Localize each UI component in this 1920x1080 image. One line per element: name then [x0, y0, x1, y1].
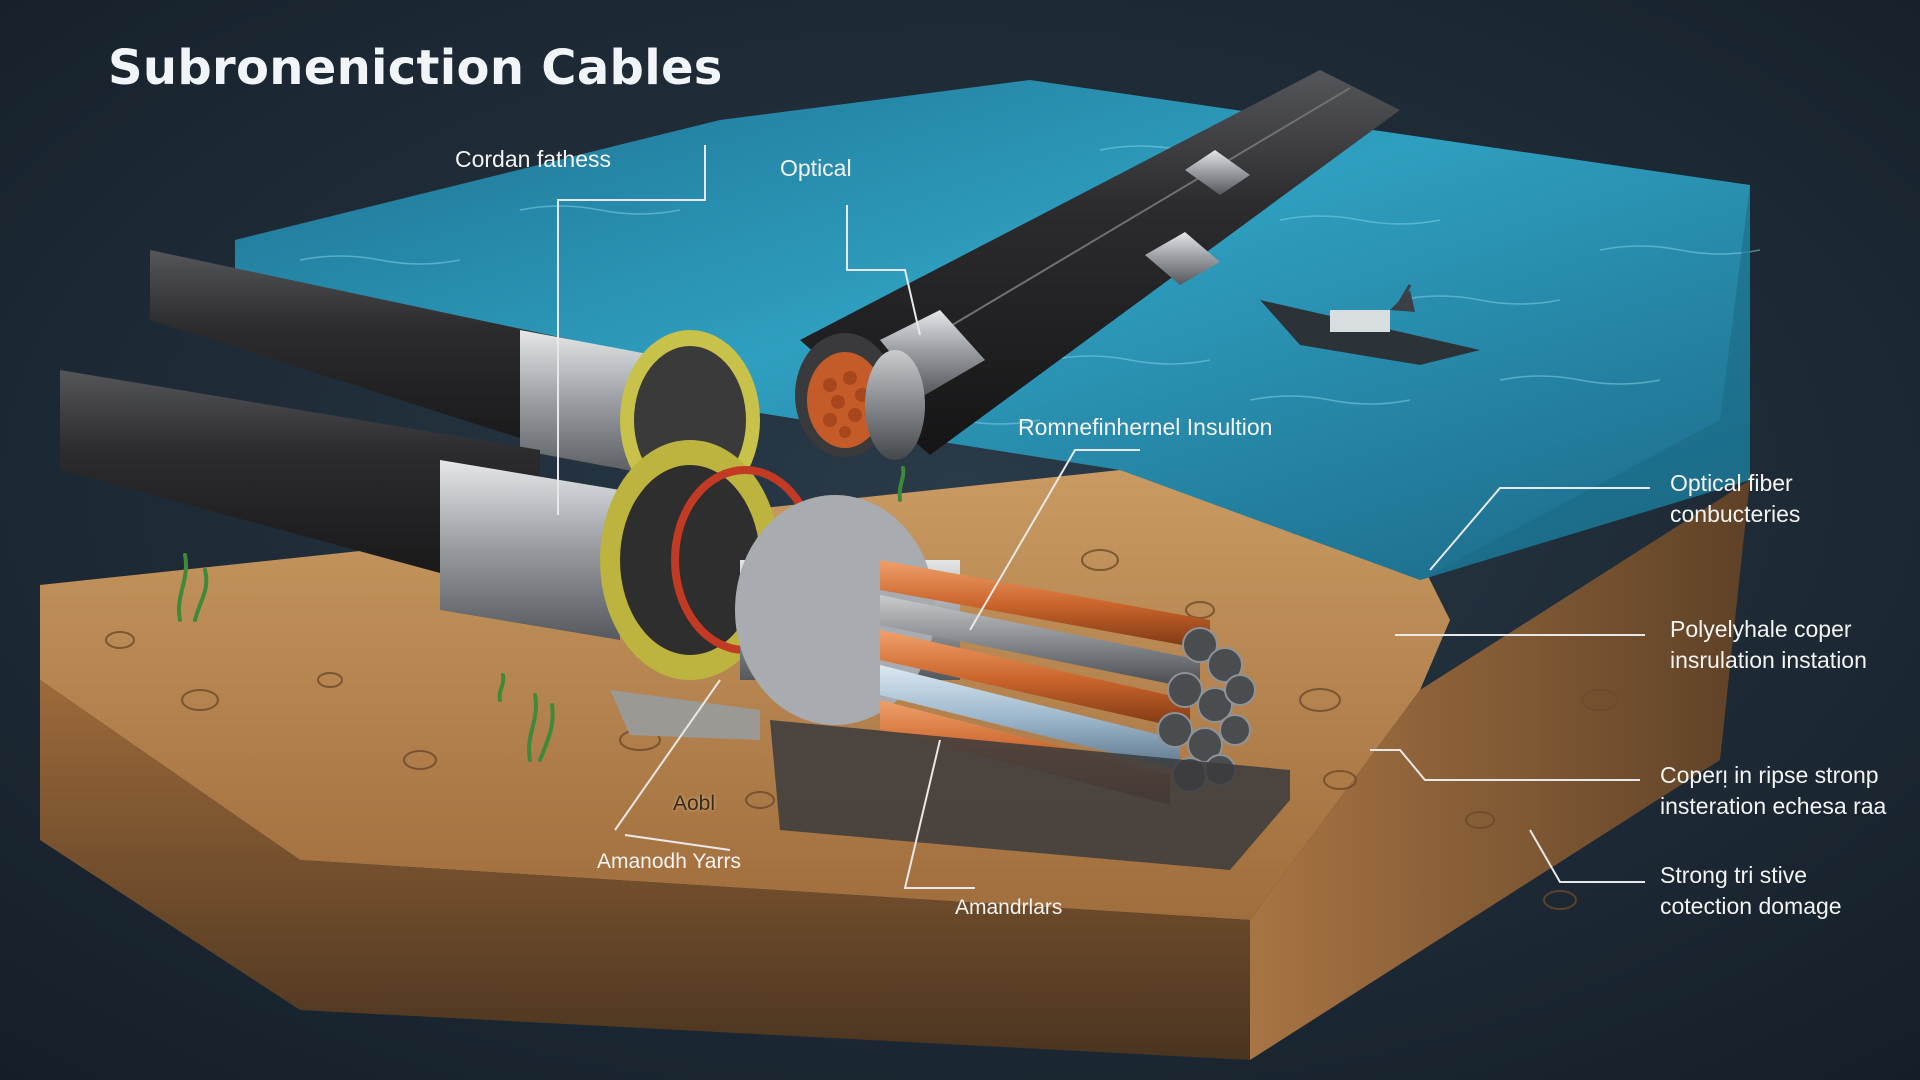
- label-cordan-fathess: Cordan fathess: [455, 146, 611, 172]
- leader-optical-fiber: [1429, 487, 1650, 571]
- leader-strong-stive: [1529, 829, 1645, 883]
- leader-cordan-fathess: [557, 145, 706, 515]
- label-optical-fiber: Optical fiber conbucteries: [1670, 468, 1800, 530]
- label-coper-ripse-line1: Coperᴉ in ripse stronp: [1660, 762, 1879, 788]
- leader-aobl: [614, 679, 721, 831]
- label-amandrlars: Amandrl‎ars: [955, 896, 1063, 919]
- label-amanodh-yarrs: Amanodh Yarrs: [597, 850, 741, 873]
- label-coper-ripse: Coperᴉ in ripse stronp insteration eᴄhes…: [1660, 760, 1886, 822]
- optical-cable-background: [795, 70, 1400, 460]
- label-strong-stive: Strong tri stive cotection domage: [1660, 860, 1842, 922]
- leader-amandrlars: [903, 739, 975, 889]
- label-polyelyhale-line2: insrulation instation: [1670, 647, 1867, 673]
- label-romnefinhernel-insultion: Romnefinhernel Insultion: [1018, 414, 1273, 440]
- label-optical-fiber-line2: conbucteries: [1670, 501, 1801, 527]
- page-title: Subronenicti​on Cables: [108, 40, 723, 96]
- label-strong-stive-line2: cotection domage: [1660, 893, 1842, 919]
- label-optical: Optical: [780, 155, 852, 181]
- label-coper-ripse-line2: insteration eᴄhesa raa: [1660, 793, 1887, 819]
- label-strong-stive-line1: Strong tri stive: [1660, 862, 1807, 888]
- leader-coper-ripse: [1370, 749, 1640, 781]
- boat-icon: [1260, 284, 1480, 365]
- label-aobl: Aobl: [673, 792, 716, 815]
- leader-optical: [846, 205, 921, 336]
- label-polyelyhale: Polyelyhale coper insrulation instation: [1670, 614, 1867, 676]
- leader-insultion: [969, 449, 1140, 631]
- leader-amanodh: [624, 834, 731, 851]
- label-optical-fiber-line1: Optical fiber: [1670, 470, 1793, 496]
- label-polyelyhale-line1: Polyelyhale coper: [1670, 616, 1852, 642]
- leader-lines: [557, 145, 1650, 889]
- main-cable: [60, 250, 1290, 870]
